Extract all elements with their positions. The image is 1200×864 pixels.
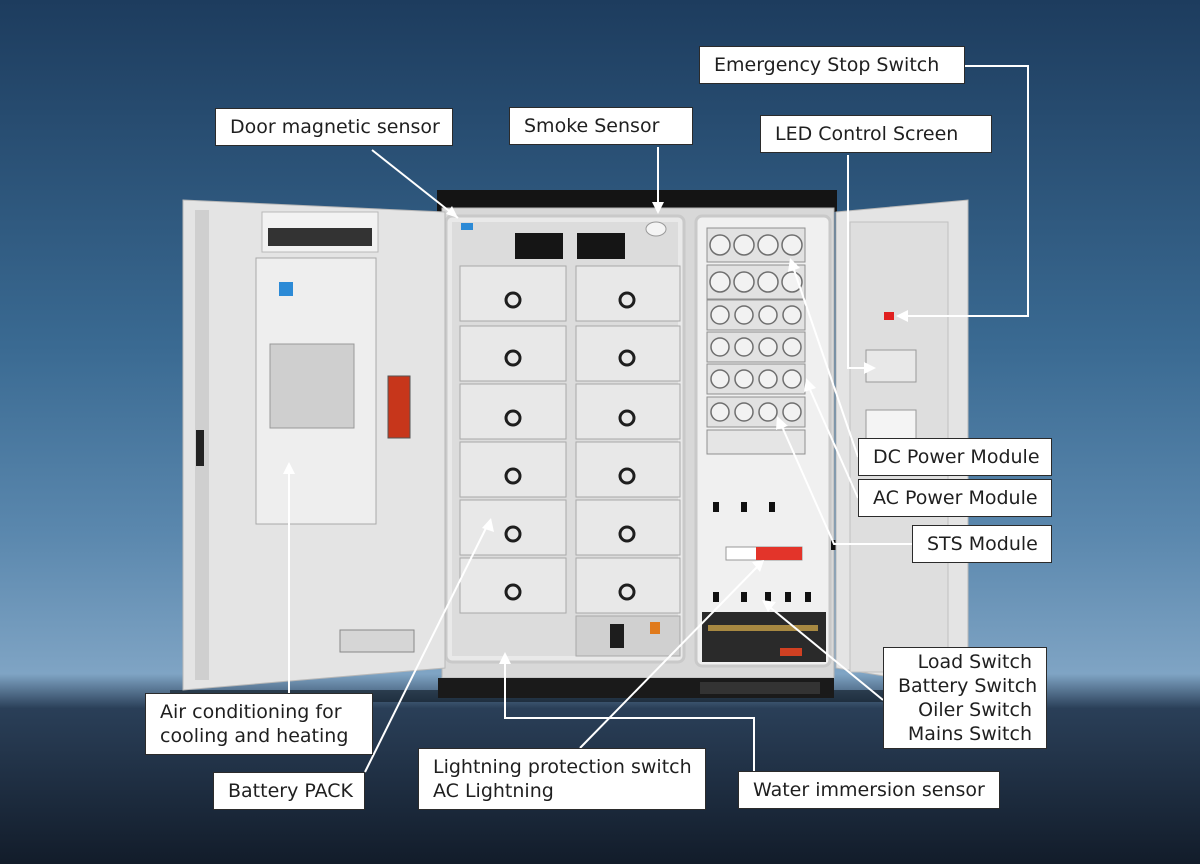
smoke-sensor-device — [645, 221, 667, 237]
switch-mains: Mains Switch — [907, 723, 1032, 745]
label-door-sensor: Door magnetic sensor — [215, 108, 453, 146]
lightning-line-2: AC Lightning — [433, 780, 554, 802]
callout-switches — [765, 603, 884, 701]
door-handle — [339, 629, 415, 653]
callout-dc — [791, 263, 859, 458]
emergency-stop-button — [884, 312, 894, 320]
switch-oiler: Oiler Switch — [918, 699, 1032, 721]
label-led-screen: LED Control Screen — [760, 115, 992, 153]
label-ac-module: AC Power Module — [858, 479, 1052, 517]
lightning-switch — [610, 624, 624, 648]
lightning-line-1: Lightning protection switch — [433, 756, 692, 778]
callout-door-sensor — [371, 149, 459, 219]
callout-ac — [807, 384, 859, 499]
power-modules — [706, 227, 806, 455]
battery-connectors — [504, 291, 636, 601]
label-lightning: Lightning protection switch AC Lightning — [418, 748, 706, 810]
switch-battery: Battery Switch — [898, 675, 1038, 697]
callout-battery — [364, 523, 489, 773]
switch-load: Load Switch — [917, 651, 1032, 673]
door-panel — [865, 409, 917, 441]
label-air-conditioning: Air conditioning for cooling and heating — [145, 693, 373, 755]
ac-switch — [756, 547, 802, 560]
label-sts-module: STS Module — [912, 525, 1052, 563]
label-battery-pack: Battery PACK — [213, 772, 365, 810]
vent — [515, 233, 563, 259]
label-dc-module: DC Power Module — [858, 438, 1052, 476]
ac-switch-red — [387, 375, 411, 439]
ac-grille — [269, 343, 355, 429]
callout-emergency — [900, 65, 1029, 317]
indicator — [650, 622, 660, 634]
left-door — [182, 199, 446, 691]
label-water-sensor: Water immersion sensor — [738, 771, 1000, 809]
callout-arrows — [283, 202, 908, 664]
door-sensor-device — [461, 223, 473, 230]
led-control-screen — [865, 349, 917, 383]
vent — [577, 233, 625, 259]
cabinet-top — [437, 190, 837, 212]
air-line-1: Air conditioning for — [160, 701, 342, 723]
door-lock — [196, 430, 204, 466]
ac-logo-icon — [279, 282, 293, 296]
battery-packs — [459, 265, 681, 614]
label-switches: Load Switch Battery Switch Oiler Switch … — [883, 647, 1047, 749]
label-smoke-sensor: Smoke Sensor — [509, 107, 693, 145]
callout-sts — [779, 421, 912, 545]
module-fans — [709, 234, 803, 422]
air-line-2: cooling and heating — [160, 725, 349, 747]
lightning-panel — [575, 615, 681, 657]
label-emergency-stop: Emergency Stop Switch — [699, 46, 965, 84]
